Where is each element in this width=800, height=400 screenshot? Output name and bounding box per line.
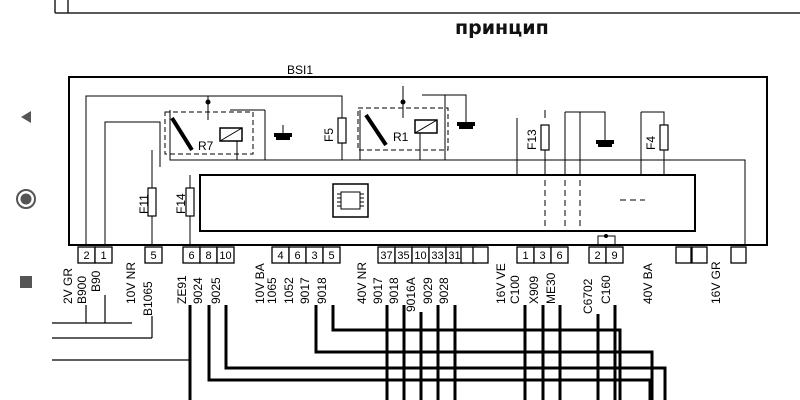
- page-title: принцип: [455, 17, 549, 39]
- pin-number: 10: [219, 250, 231, 262]
- bsi-unit-box: [68, 76, 768, 246]
- wire-code: 9017: [298, 277, 312, 304]
- wire-code: 9016A: [404, 277, 418, 312]
- back-button[interactable]: [12, 103, 40, 131]
- wire-code: 9029: [421, 277, 435, 304]
- connector-pin-empty: [730, 246, 747, 264]
- pin-number: 2: [594, 250, 600, 262]
- ground-symbol: [274, 122, 614, 147]
- pin-number: 1: [522, 250, 528, 262]
- wire-code: 9024: [191, 277, 205, 304]
- pin-number: 33: [431, 250, 443, 262]
- connector-16v-ve: 16V VE: [494, 263, 508, 304]
- pin-number: 6: [556, 250, 562, 262]
- wire-code: 9018: [387, 277, 401, 304]
- fuse-f14-label: F14: [174, 193, 188, 214]
- connector-pin: [605, 246, 624, 264]
- relay-r1-label: R1: [393, 130, 409, 144]
- pin-number: 6: [294, 250, 300, 262]
- unit-label: BSI1: [287, 63, 313, 77]
- fuse-f4-label: F4: [644, 136, 658, 150]
- wire-code: 1052: [282, 277, 296, 304]
- pin-number: 5: [328, 250, 334, 262]
- connector-pin: [322, 246, 341, 264]
- home-button[interactable]: [12, 185, 40, 213]
- relay-r7-box: [164, 111, 254, 155]
- pin-number: 10: [414, 250, 426, 262]
- wire-code: ZE91: [175, 275, 189, 304]
- pin-number: 37: [380, 250, 392, 262]
- wire-code: B90: [89, 270, 103, 292]
- connector-pin: [94, 246, 113, 264]
- fuse-f4: [659, 124, 669, 151]
- pin-number: 2: [83, 250, 89, 262]
- fuse-f5-label: F5: [322, 128, 336, 142]
- connector-10v-nr: 10V NR: [124, 262, 138, 304]
- connector-40v-ba: 40V BA: [641, 263, 655, 304]
- back-icon: [21, 111, 31, 123]
- wire-code: C160: [599, 275, 613, 304]
- connector-pin: [144, 246, 163, 264]
- wire-code: 9025: [209, 277, 223, 304]
- wire-code: B900: [75, 276, 89, 304]
- wire-code: C6702: [581, 278, 595, 314]
- pin-number: 3: [539, 250, 545, 262]
- pin-number: 3: [311, 250, 317, 262]
- wire-code: 9018: [315, 277, 329, 304]
- pin-number: 5: [150, 250, 156, 262]
- navigation-bar: [0, 0, 52, 400]
- pin-number: 6: [188, 250, 194, 262]
- pin-number: 1: [100, 250, 106, 262]
- control-module-block: [199, 174, 696, 232]
- fuse-f14: [185, 187, 195, 217]
- wire-code: X909: [527, 276, 541, 304]
- wire-code: B1065: [141, 281, 155, 316]
- pin-number: 4: [277, 250, 283, 262]
- connector-16v-gr: 16V GR: [709, 261, 723, 304]
- recents-icon: [20, 276, 32, 288]
- home-icon: [16, 189, 36, 209]
- wire-code: 9017: [371, 277, 385, 304]
- pin-number: 35: [397, 250, 409, 262]
- pin-number: 8: [205, 250, 211, 262]
- fuse-f11: [147, 187, 157, 217]
- wire-code: C100: [508, 275, 522, 304]
- recents-button[interactable]: [12, 268, 40, 296]
- fuse-f5: [337, 117, 347, 144]
- connector-pin: [216, 246, 235, 264]
- connector-10v-ba: 10V BA: [253, 263, 267, 304]
- pin-number: 9: [611, 250, 617, 262]
- wire-code: 9028: [437, 277, 451, 304]
- relay-r7-label: R7: [198, 139, 214, 153]
- connector-40v-nr: 40V NR: [355, 262, 369, 304]
- fuse-f11-label: F11: [137, 194, 151, 214]
- fuse-f13: [540, 124, 550, 151]
- relay-r1-box: [357, 107, 449, 151]
- fuse-f13-label: F13: [525, 129, 539, 150]
- wire-code: ME30: [544, 272, 558, 304]
- connector-2v-gr: 2V GR: [61, 268, 75, 304]
- connector-pin-empty: [691, 246, 708, 264]
- connector-pin-empty: [472, 246, 489, 264]
- connector-pin: [550, 246, 569, 264]
- pin-number: 31: [448, 250, 460, 262]
- connector-pin-empty: [675, 246, 692, 264]
- wire-code: 1065: [265, 277, 279, 304]
